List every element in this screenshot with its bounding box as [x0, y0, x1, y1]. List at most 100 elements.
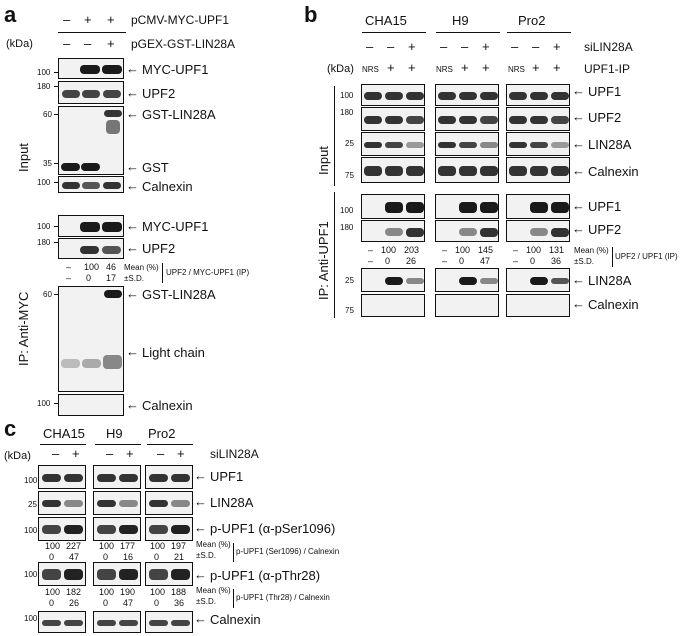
panel-b-blot-calnexin [361, 157, 425, 183]
panel-b-blot-upf2 [361, 107, 425, 131]
band [42, 569, 61, 580]
panel-a-ip-label-upf2: UPF2 [142, 241, 176, 256]
band [480, 116, 498, 124]
panel-b-ip-blot-lin28a [435, 268, 499, 292]
band [459, 228, 477, 236]
band [530, 116, 548, 124]
quant-cell: 0 [385, 256, 391, 266]
panel-a-blot-calnexin [58, 176, 124, 193]
band [171, 525, 190, 534]
marker-label: 35 [43, 159, 52, 168]
si-sign: + [72, 446, 80, 461]
quant-cell: 100 [526, 245, 542, 255]
marker-label: 100 [24, 526, 38, 535]
band [530, 202, 548, 213]
band [171, 500, 190, 507]
marker-tick [54, 114, 58, 115]
panel-a-sign-2-3: + [107, 36, 115, 51]
band [97, 569, 116, 580]
band [364, 92, 382, 100]
panel-c-blot-pser1096 [38, 517, 86, 541]
panel-b-ip-blot-calnexin [506, 294, 570, 317]
band [62, 182, 80, 189]
panel-a-label-gst: GST [142, 160, 169, 175]
ip-sign: NRS [436, 65, 453, 74]
band [97, 620, 116, 626]
panel-c-si-label: siLIN28A [210, 447, 259, 461]
panel-c-group-line [147, 444, 193, 445]
band [42, 525, 61, 534]
panel-b-ip-blot-upf1 [506, 194, 570, 219]
panel-b-ip-blot-upf1 [361, 194, 425, 219]
panel-c-blot-pthr28 [38, 562, 86, 586]
si-sign: + [177, 446, 185, 461]
panel-b-cell-line-pro2: Pro2 [518, 13, 546, 28]
quant-cell: 26 [69, 598, 80, 608]
band [509, 116, 527, 124]
marker-tick [54, 86, 58, 87]
panel-b-ip-blot-upf2 [506, 220, 570, 242]
band [64, 569, 83, 580]
panel-c-letter: c [4, 416, 17, 441]
panel-c-blot-lin28a [38, 491, 86, 515]
band [62, 90, 80, 98]
quant-ratio-label: UPF2 / MYC-UPF1 (IP) [166, 268, 250, 277]
panel-b-input-label: Input [316, 146, 331, 175]
band [82, 359, 101, 368]
band [459, 277, 477, 285]
panel-c-blot-calnexin [93, 611, 141, 633]
marker-tick [54, 226, 58, 227]
ip-sign: + [461, 60, 469, 75]
quant-cell: 0 [49, 598, 55, 608]
marker-label: 100 [24, 476, 38, 485]
marker-label: 25 [28, 500, 37, 509]
panel-c-blot-lin28a [93, 491, 141, 515]
panel-c-label-pser1096: p-UPF1 (α-pSer1096) [210, 521, 336, 536]
band [406, 166, 424, 176]
band [509, 142, 527, 148]
si-sign: – [387, 39, 395, 54]
quant-cell: 177 [120, 541, 136, 551]
quant-cell: 0 [154, 552, 160, 562]
panel-b-ip-label-calnexin: Calnexin [588, 297, 639, 312]
si-sign: – [366, 39, 374, 54]
panel-b-blot-upf1 [435, 84, 499, 106]
panel-a-blot-upf2 [58, 81, 124, 104]
band [119, 525, 138, 534]
band [102, 246, 121, 254]
panel-b-label-lin28a: LIN28A [588, 137, 632, 152]
panel-c-blot-calnexin [145, 611, 193, 633]
quant-cell: 131 [549, 245, 565, 255]
arrow-icon: ← [572, 272, 585, 287]
panel-c-group-line [40, 444, 86, 445]
band [438, 142, 456, 148]
arrow-icon: ← [572, 163, 585, 178]
band [42, 620, 61, 626]
quant-sd-label: ±S.D. [196, 597, 216, 606]
arrow-icon: ← [194, 468, 207, 483]
band [149, 500, 168, 507]
band [480, 92, 498, 100]
quant-cell: 16 [123, 552, 134, 562]
quant-ratio-label: p-UPF1 (Thr28) / Calnexin [236, 593, 330, 602]
quant-divider [233, 589, 234, 608]
panel-a-header-line [58, 32, 126, 33]
quant-cell: 0 [49, 552, 55, 562]
band [102, 222, 122, 232]
band [385, 142, 403, 148]
panel-a-label-gst-lin28a: GST-LIN28A [142, 107, 216, 122]
arrow-icon: ← [572, 83, 585, 98]
band [459, 116, 477, 124]
si-sign: – [440, 39, 448, 54]
band [459, 92, 477, 100]
band [551, 202, 569, 213]
panel-c-blot-pthr28 [93, 562, 141, 586]
panel-a-blot-gst [58, 106, 124, 175]
quant-cell: 0 [154, 598, 160, 608]
quant-cell: 182 [66, 587, 82, 597]
quant-cell: – [513, 256, 519, 266]
panel-b-ip-blot-upf2 [361, 220, 425, 242]
band [551, 142, 569, 148]
marker-label: 100 [37, 399, 51, 408]
panel-c-blot-pser1096 [145, 517, 193, 541]
